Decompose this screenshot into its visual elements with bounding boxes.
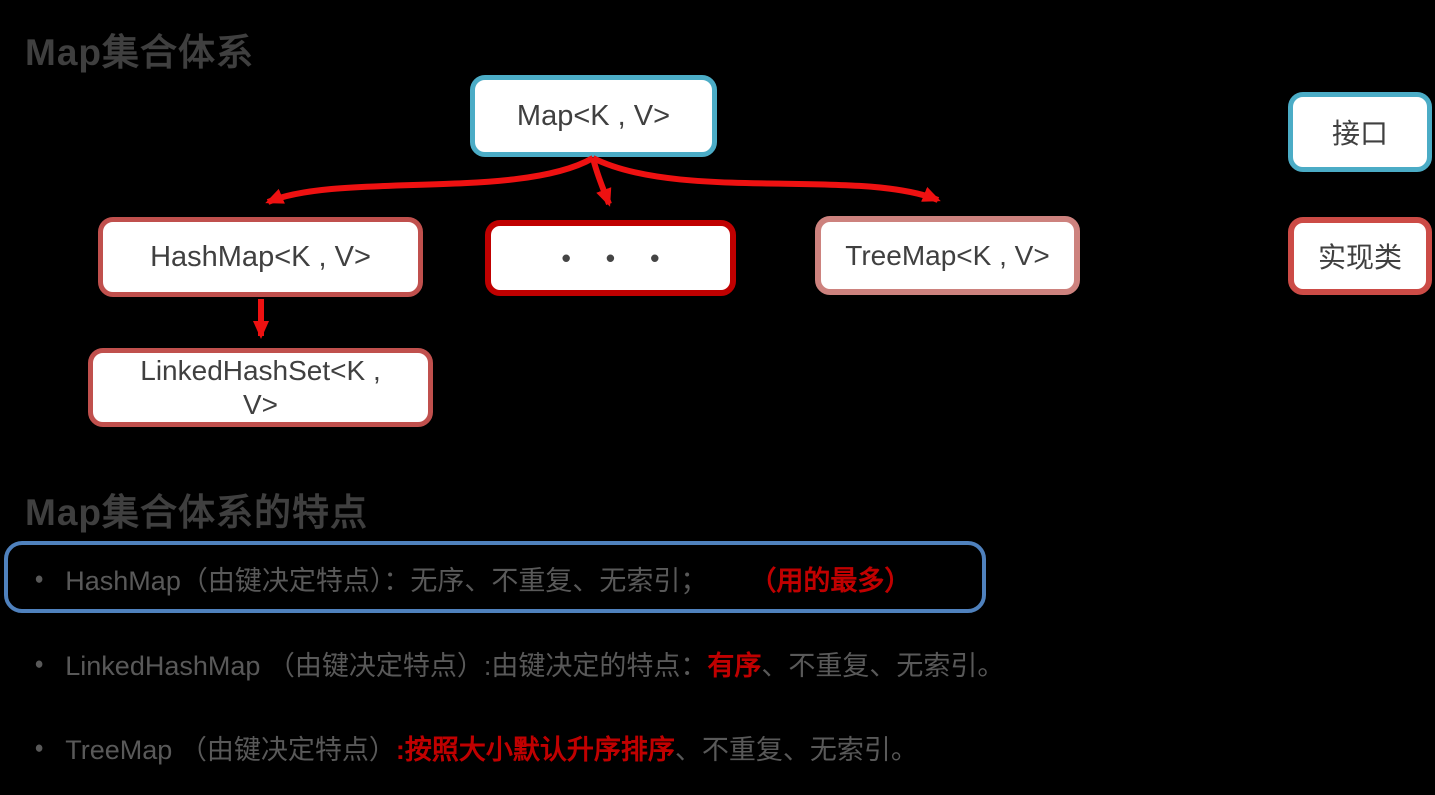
arrow-map-to-others xyxy=(590,157,612,207)
bullet-text-highlight: （用的最多） xyxy=(749,565,912,596)
bullet-icon: ● xyxy=(34,568,44,588)
treemap-class-node: TreeMap<K , V> xyxy=(815,216,1080,295)
hashmap-class-label: HashMap<K , V> xyxy=(150,240,371,273)
other-implementations-label: • • • xyxy=(561,242,674,273)
bullet-icon: ● xyxy=(34,653,44,673)
linkedhashset-label-line2: V> xyxy=(242,388,279,420)
bullet-text-highlight: :按照大小默认升序排序 xyxy=(395,734,675,765)
bullet-icon: ● xyxy=(34,737,44,757)
features-section-title: Map集合体系的特点 xyxy=(25,492,368,533)
bullet-text-tail: 、不重复、无索引。 xyxy=(761,650,1005,681)
legend-interface-label: 接口 xyxy=(1331,118,1388,149)
arrow-map-to-treemap xyxy=(591,155,941,203)
hashmap-class-node: HashMap<K , V> xyxy=(98,217,423,297)
linkedhashset-label-line1: LinkedHashSet<K , xyxy=(140,354,381,386)
bullet-text-highlight: 有序 xyxy=(707,650,762,681)
other-implementations-node: • • • xyxy=(485,220,736,296)
bullet-text-lead: HashMap（由键决定特点）：无序、不重复、无索引； xyxy=(65,565,708,596)
legend-interface-node: 接口 xyxy=(1288,92,1432,172)
treemap-class-label: TreeMap<K , V> xyxy=(845,239,1050,271)
map-interface-label: Map<K , V> xyxy=(516,99,671,132)
arrow-map-to-hashmap xyxy=(265,155,595,205)
bullet-text-lead: TreeMap （由键决定特点） xyxy=(65,734,396,765)
legend-implementation-node: 实现类 xyxy=(1288,217,1432,295)
page-title: Map集合体系 xyxy=(25,32,254,73)
bullet-text-lead: LinkedHashMap （由键决定特点）:由键决定的特点： xyxy=(65,650,708,681)
legend-implementation-label: 实现类 xyxy=(1317,242,1402,273)
feature-bullet-treemap: ● TreeMap （由键决定特点） :按照大小默认升序排序 、不重复、无索引。 xyxy=(34,725,918,769)
feature-bullet-linkedhashmap: ● LinkedHashMap （由键决定特点）:由键决定的特点： 有序 、不重… xyxy=(34,641,1005,685)
hashmap-highlight-outline xyxy=(4,541,986,613)
feature-bullet-hashmap: ● HashMap（由键决定特点）：无序、不重复、无索引； （用的最多） xyxy=(34,556,912,600)
map-interface-node: Map<K , V> xyxy=(470,75,717,157)
bullet-text-tail: 、不重复、无索引。 xyxy=(674,734,918,765)
linkedhashset-class-node: LinkedHashSet<K , V> xyxy=(88,348,433,427)
